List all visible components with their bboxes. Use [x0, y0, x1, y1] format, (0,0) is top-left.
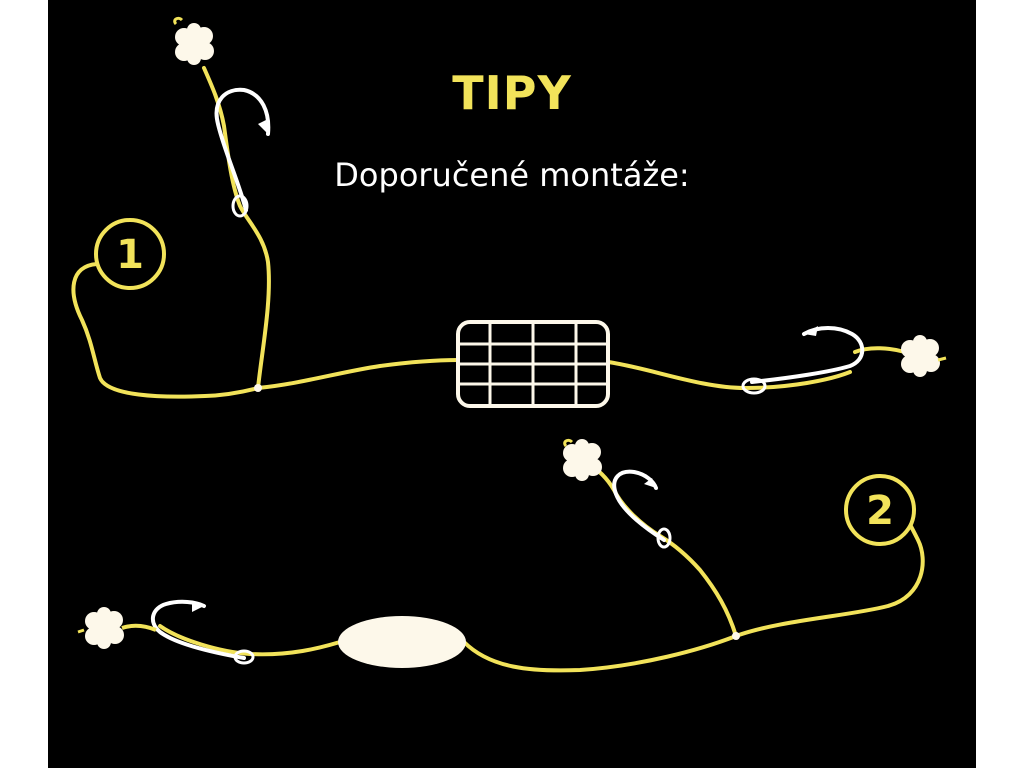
rig-1-top-bait-stop: [173, 16, 184, 26]
rig-2-main-line: [158, 624, 342, 657]
rig-2-left-hook: [150, 599, 255, 665]
rig-2-dropper-hook: [612, 469, 672, 549]
rig-2-left-bait-stop: [77, 628, 85, 634]
rig-2-number-badge: 2: [844, 474, 916, 546]
rig-2-right-line: [462, 512, 925, 673]
rig-1: 1: [71, 16, 947, 408]
rig-1-number: 1: [116, 232, 144, 278]
rig-1-main-line: [71, 262, 460, 399]
page-subtitle: Doporučené montáže:: [334, 156, 690, 194]
rig-1-top-hook: [214, 87, 271, 218]
rig-2-left-bait: [85, 607, 124, 649]
page-title: TIPY: [452, 66, 572, 120]
rig-2-number: 2: [866, 488, 894, 534]
rig-1-right-hair: [853, 346, 907, 354]
rig-1-right-bait: [901, 335, 940, 377]
rig-1-right-hook: [741, 326, 865, 395]
rig-1-right-bait-stop: [937, 356, 947, 362]
rig-2-dropper-bait: [563, 439, 602, 481]
oval-weight-icon: [338, 616, 466, 668]
rig-1-dropper-line: [202, 66, 271, 390]
rig-2: 2: [77, 438, 925, 673]
rig-1-knot: [254, 384, 262, 392]
rig-2-dropper-bait-stop: [563, 438, 574, 448]
rig-2-dropper-line: [584, 460, 738, 638]
rig-1-number-badge: 1: [94, 218, 166, 290]
rig-2-knot: [732, 632, 740, 640]
rig-1-top-bait: [175, 23, 214, 65]
rig-2-left-hair: [121, 623, 157, 632]
cage-feeder-icon: [456, 320, 610, 408]
